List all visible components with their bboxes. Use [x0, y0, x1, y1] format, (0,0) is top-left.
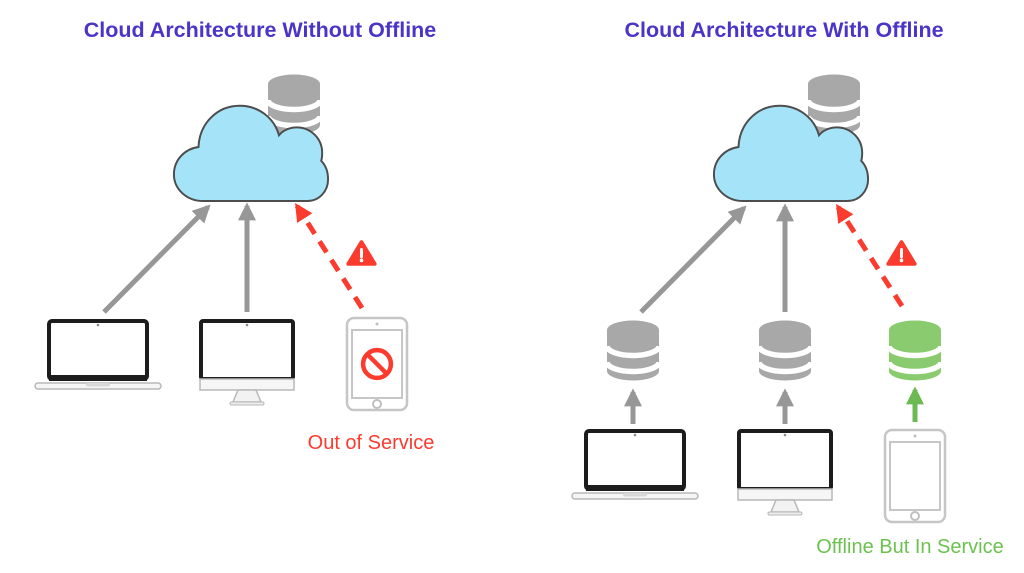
offline-database-icon	[889, 321, 941, 381]
offline-but-in-service-label: Offline But In Service	[816, 536, 1004, 558]
laptop-icon	[33, 319, 163, 391]
local-database-icon	[759, 321, 811, 381]
arrow-database-to-cloud	[639, 205, 747, 314]
warning-triangle-icon	[346, 240, 377, 266]
left-diagram-title: Cloud Architecture Without Offline	[83, 18, 437, 42]
desktop-monitor-icon	[198, 319, 296, 406]
arrow-laptop-to-cloud	[102, 204, 211, 314]
tablet-icon	[883, 428, 947, 524]
laptop-icon	[570, 429, 700, 501]
warning-triangle-icon	[886, 240, 917, 266]
out-of-service-label: Out of Service	[307, 432, 435, 454]
dashed-arrow-tablet-to-cloud	[294, 202, 365, 310]
local-database-icon	[607, 321, 659, 381]
right-diagram-title: Cloud Architecture With Offline	[624, 18, 944, 42]
desktop-monitor-icon	[736, 429, 834, 516]
left-diagram	[33, 75, 409, 412]
right-diagram	[570, 75, 947, 524]
dashed-arrow-database-to-cloud	[835, 203, 905, 308]
